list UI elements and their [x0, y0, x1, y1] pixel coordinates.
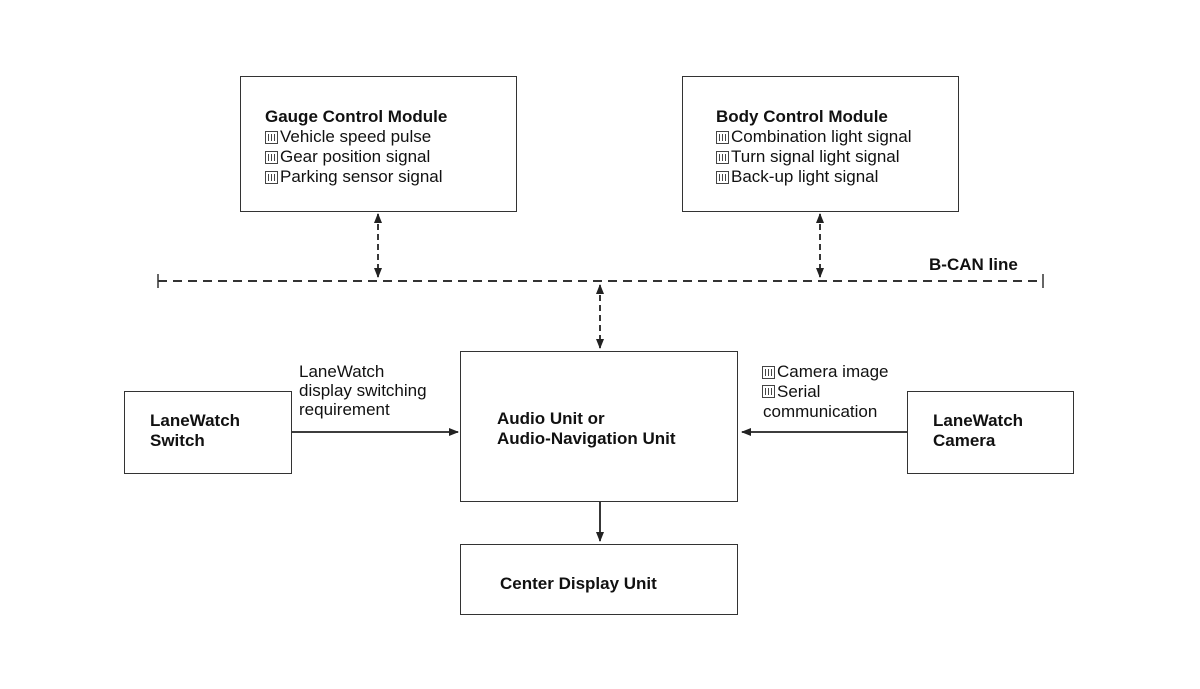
camera-signal-list: Camera image Serial communication: [762, 362, 889, 422]
body-signal-item: Combination light signal: [716, 127, 912, 147]
bullet-icon: [716, 150, 729, 164]
body-signal-item: Back-up light signal: [716, 167, 912, 187]
center-display-unit-box: Center Display Unit: [460, 544, 738, 615]
lanewatch-camera-box: LaneWatch Camera: [907, 391, 1074, 474]
bullet-icon: [716, 130, 729, 144]
camera-signal-label: Serial communication: [763, 382, 878, 421]
gauge-control-module-box: Gauge Control Module Vehicle speed pulse…: [240, 76, 517, 212]
audio-unit-box: Audio Unit or Audio-Navigation Unit: [460, 351, 738, 502]
switch-signal-label: LaneWatch display switching requirement: [299, 362, 427, 419]
lanewatch-switch-box: LaneWatch Switch: [124, 391, 292, 474]
gauge-signal-label: Vehicle speed pulse: [280, 127, 432, 146]
gauge-control-module-title: Gauge Control Module: [265, 107, 448, 126]
body-control-module-box: Body Control Module Combination light si…: [682, 76, 959, 212]
gauge-signal-label: Parking sensor signal: [280, 167, 443, 186]
lanewatch-camera-title: LaneWatch Camera: [933, 411, 1024, 450]
gauge-signal-list: Vehicle speed pulse Gear position signal…: [265, 127, 447, 187]
bullet-icon: [762, 365, 775, 379]
audio-unit-title: Audio Unit or Audio-Navigation Unit: [497, 409, 676, 448]
bullet-icon: [762, 385, 775, 398]
gauge-signal-item: Vehicle speed pulse: [265, 127, 447, 147]
lanewatch-switch-title: LaneWatch Switch: [150, 411, 241, 450]
bullet-icon: [716, 170, 729, 184]
gauge-signal-item: Parking sensor signal: [265, 167, 447, 187]
camera-signal-item: Camera image: [762, 362, 889, 382]
body-signal-label: Turn signal light signal: [731, 147, 900, 166]
center-display-unit-title: Center Display Unit: [500, 574, 657, 593]
b-can-line-label: B-CAN line: [929, 255, 1018, 274]
body-signal-list: Combination light signal Turn signal lig…: [716, 127, 912, 187]
body-signal-item: Turn signal light signal: [716, 147, 912, 167]
bullet-icon: [265, 170, 278, 184]
gauge-signal-label: Gear position signal: [280, 147, 431, 166]
gauge-signal-item: Gear position signal: [265, 147, 447, 167]
bullet-icon: [265, 130, 278, 144]
camera-signal-label: Camera image: [777, 362, 889, 381]
body-control-module-title: Body Control Module: [716, 107, 888, 126]
body-signal-label: Combination light signal: [731, 127, 912, 146]
bullet-icon: [265, 150, 278, 164]
body-signal-label: Back-up light signal: [731, 167, 879, 186]
camera-signal-item: Serial communication: [762, 382, 889, 422]
